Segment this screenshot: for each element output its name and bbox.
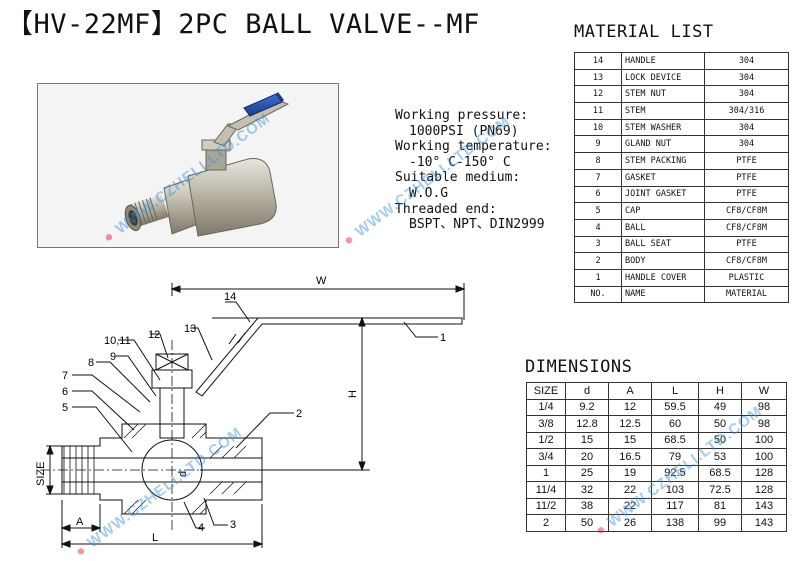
page-title: 【HV-22MF】2PC BALL VALVE--MF — [6, 9, 480, 40]
dimensions-cell: 50 — [698, 431, 742, 449]
dimensions-cell: 117 — [651, 497, 699, 515]
temperature-label: Working temperature: — [395, 139, 552, 155]
ball-outline — [141, 439, 203, 501]
callout-8: 8 — [88, 357, 94, 369]
a-label: A — [76, 516, 84, 528]
dimensions-cell: 1/4 — [526, 398, 566, 416]
pressure-label: Working pressure: — [395, 108, 529, 123]
material-list-title: MATERIAL LIST — [574, 22, 714, 42]
dimensions-cell: 12.8 — [565, 415, 609, 433]
dimensions-cell: 59.5 — [651, 398, 699, 416]
stem-nut-outline — [155, 353, 189, 371]
material-header-material: MATERIAL — [704, 285, 789, 304]
l-label: L — [152, 532, 158, 544]
temperature-value: -10° C-150° C — [409, 154, 511, 170]
medium-value: W.O.G — [409, 185, 449, 201]
h-label: H — [347, 390, 359, 398]
callout-3: 3 — [230, 519, 236, 531]
product-photo — [37, 83, 339, 248]
medium-label: Suitable medium: — [395, 170, 521, 186]
dimensions-cell: 12.5 — [608, 415, 652, 433]
callout-13: 13 — [184, 323, 196, 335]
callout-5: 5 — [62, 402, 68, 414]
ball-valve-photo-illustration — [124, 92, 290, 237]
callout-2: 2 — [296, 408, 302, 420]
material-no-cell: 13 — [574, 68, 622, 87]
callout-4: 4 — [198, 522, 204, 534]
dimensions-cell: 72.5 — [698, 481, 742, 499]
w-label: W — [316, 275, 327, 287]
callout-14: 14 — [224, 291, 236, 303]
callout-1: 1 — [440, 332, 446, 344]
thread-value: BSPT、NPT、DIN2999 — [409, 217, 545, 233]
callout-10-11: 10,11 — [104, 335, 131, 347]
dimensions-header-cell: SIZE — [526, 382, 566, 400]
material-value-cell: 304/316 — [704, 102, 789, 120]
specifications: Working pressure: 1000PSI (PN69) Working… — [395, 108, 552, 233]
dimensions-cell: 19 — [608, 464, 652, 482]
body-outline — [61, 423, 263, 515]
handle-outline — [195, 317, 463, 397]
material-no-cell: 11 — [574, 102, 622, 120]
material-value-cell: 304 — [704, 68, 789, 87]
male-thread-end — [124, 194, 169, 232]
thread-label: Threaded end: — [395, 201, 497, 217]
callout-7: 7 — [62, 370, 68, 382]
dimensions-cell: 26 — [608, 514, 652, 532]
pressure-value: 1000PSI (PN69) — [409, 123, 519, 139]
callout-12: 12 — [148, 329, 160, 341]
dimensions-cell: 25 — [565, 464, 609, 482]
material-name-cell: STEM — [621, 102, 705, 120]
material-value-cell: 304 — [704, 85, 789, 104]
dimensions-cell: 143 — [741, 514, 787, 532]
dimensions-title: DIMENSIONS — [525, 357, 633, 377]
material-value-cell: 304 — [704, 52, 789, 70]
callout-9: 9 — [110, 351, 116, 363]
dimensions-cell: 20 — [565, 448, 609, 466]
size-label: SIZE — [35, 462, 47, 486]
d-label: d — [177, 471, 189, 477]
callout-6: 6 — [62, 386, 68, 398]
